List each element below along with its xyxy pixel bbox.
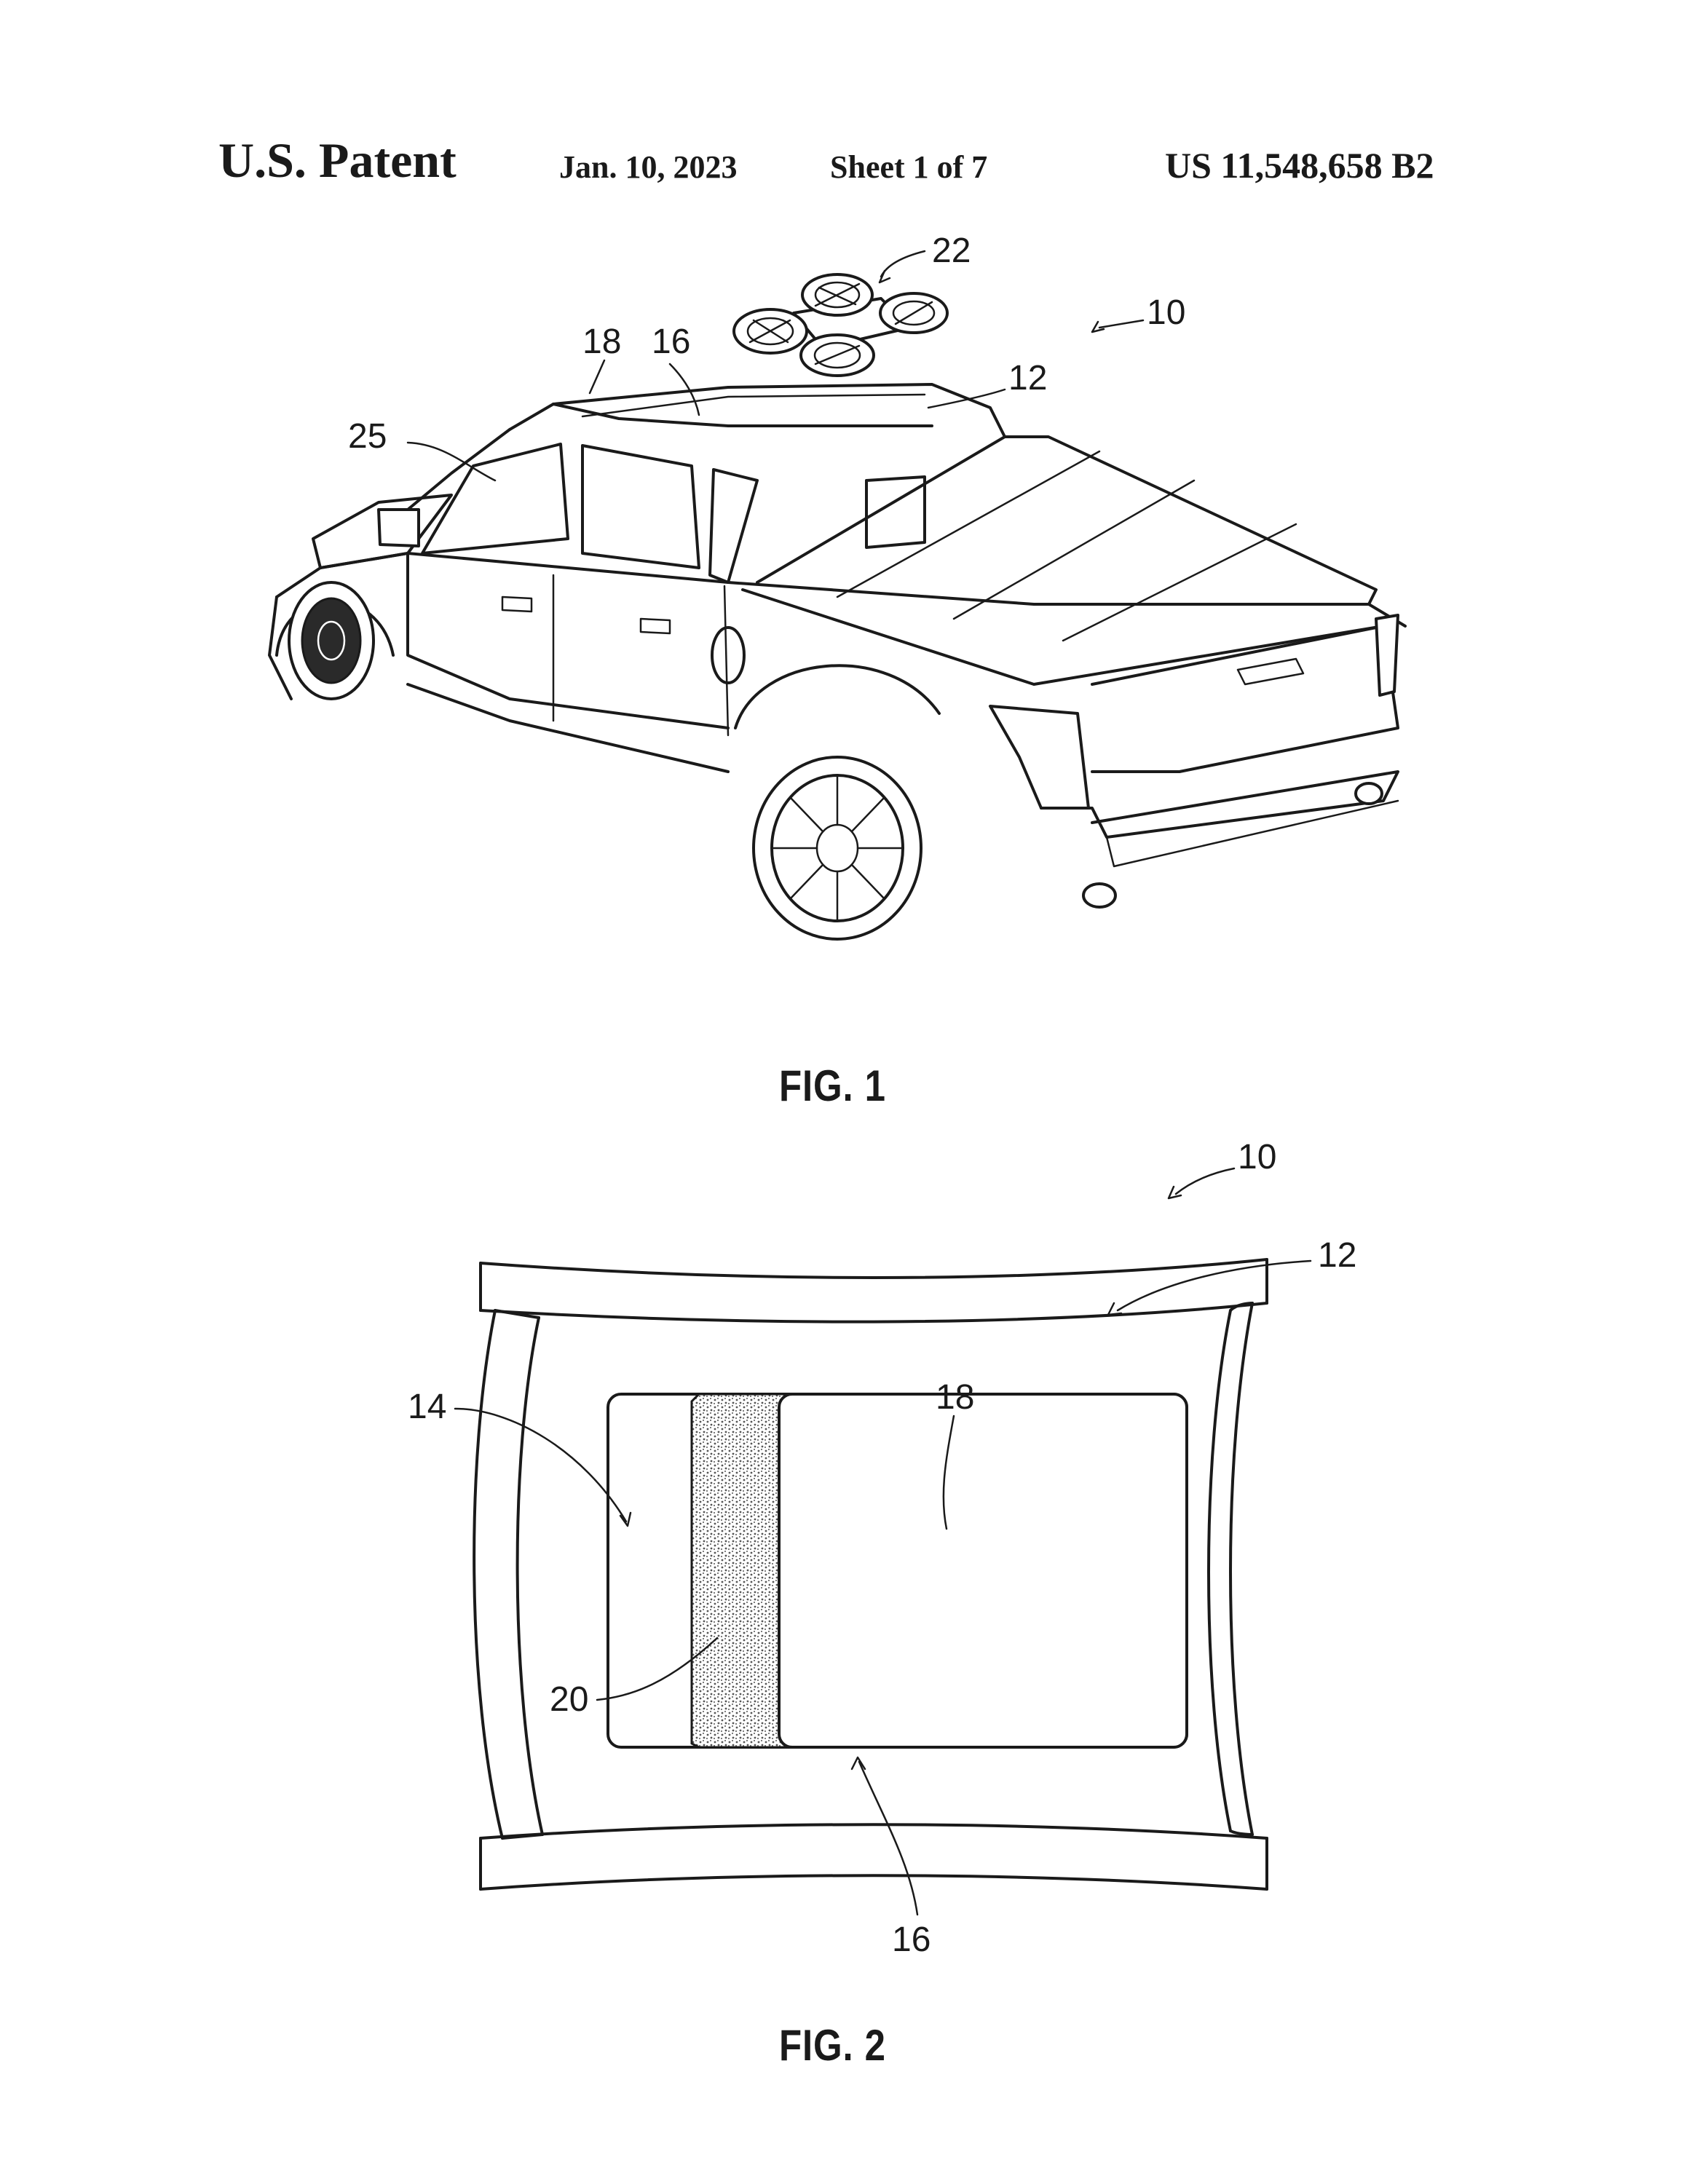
figure-2-caption: FIG. 2 bbox=[779, 2021, 886, 2070]
figure-1-caption: FIG. 1 bbox=[779, 1061, 886, 1110]
patent-label: U.S. Patent bbox=[218, 132, 457, 188]
figure-2-drawing: 10 12 18 14 20 16 bbox=[408, 1138, 1356, 1959]
fig2-ref-10: 10 bbox=[1238, 1138, 1276, 1176]
truck-illustration bbox=[268, 383, 1407, 941]
roof-frame bbox=[473, 1258, 1268, 1891]
fig1-leader-lines bbox=[406, 250, 1145, 482]
fig1-ref-22: 22 bbox=[932, 232, 971, 270]
fig2-ref-16: 16 bbox=[892, 1920, 931, 1959]
fig1-ref-12: 12 bbox=[1008, 359, 1047, 397]
glass-panel bbox=[778, 1393, 1188, 1749]
patent-date: Jan. 10, 2023 bbox=[559, 149, 738, 185]
fig1-ref-25: 25 bbox=[348, 417, 387, 456]
fig2-ref-20: 20 bbox=[550, 1680, 588, 1719]
fig2-ref-12: 12 bbox=[1318, 1236, 1356, 1275]
sheet-number: Sheet 1 of 7 bbox=[830, 149, 988, 185]
fig1-ref-10: 10 bbox=[1147, 293, 1185, 332]
fig1-ref-18: 18 bbox=[582, 323, 621, 361]
fig2-ref-14: 14 bbox=[408, 1388, 446, 1426]
fig1-ref-16: 16 bbox=[652, 323, 690, 361]
fig2-leader-lines bbox=[454, 1167, 1312, 1916]
patent-number: US 11,548,658 B2 bbox=[1165, 145, 1434, 186]
figure-1-drawing: 22 10 12 18 16 25 bbox=[268, 232, 1407, 941]
fig2-ref-18: 18 bbox=[936, 1378, 974, 1417]
drone-illustration bbox=[732, 273, 949, 377]
